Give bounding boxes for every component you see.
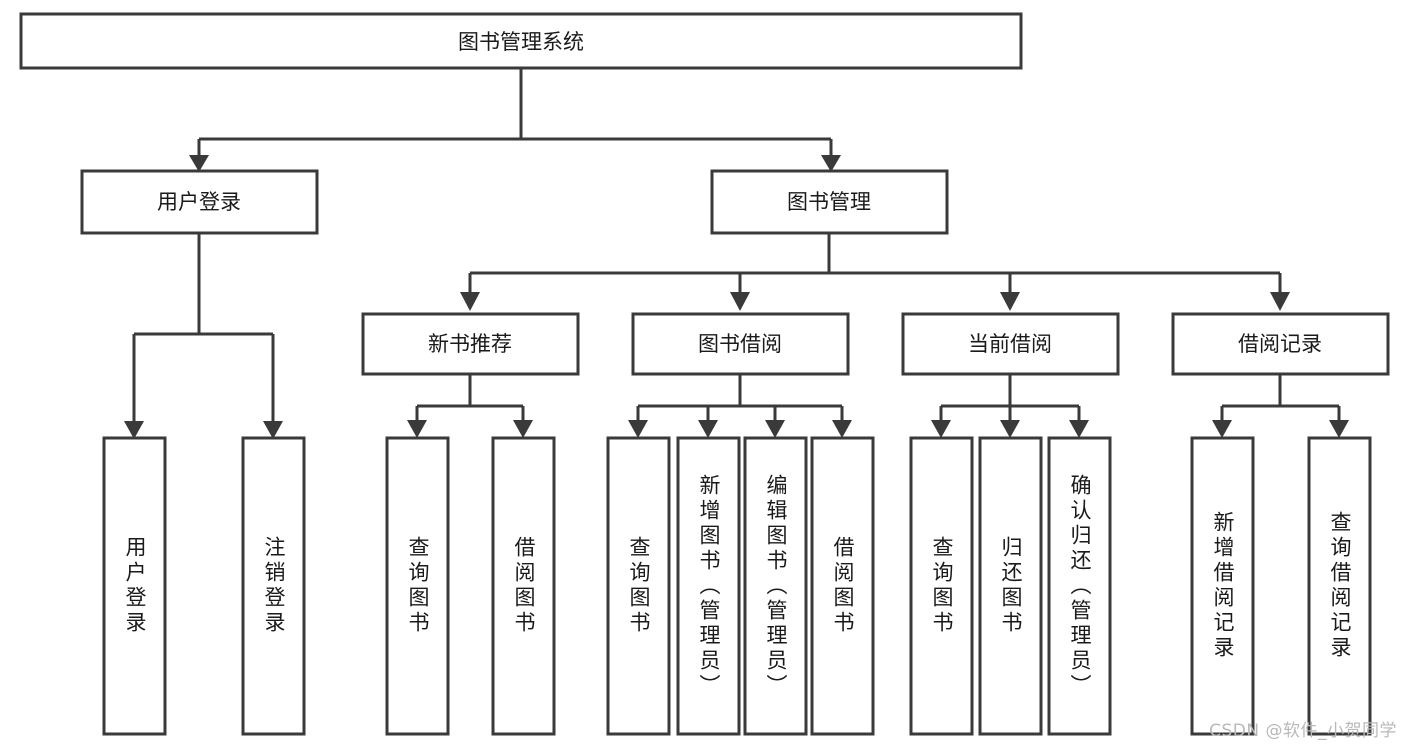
node-current-borrow-box[interactable]	[901, 312, 1120, 376]
arrowhead-leaf-edit-book	[765, 420, 785, 438]
arrowhead-leaf-borrow-book-1	[513, 420, 533, 438]
node-book-borrow-label: 图书借阅	[698, 332, 782, 356]
edge-bookborrow-to-bus	[636, 374, 844, 424]
arrowhead-leaf-borrow-book-2	[832, 420, 852, 438]
node-leaf-logout-box[interactable]	[241, 436, 306, 736]
node-leaf-add-record-box[interactable]	[1190, 436, 1255, 736]
edge-userlogin-to-bus	[132, 233, 275, 425]
leaf-boxes-group	[102, 436, 1372, 736]
node-user-login[interactable]: 用户登录	[80, 169, 319, 235]
edge-borrowrecord-to-bus	[1220, 374, 1341, 424]
node-leaf-borrow-book-1-box[interactable]	[491, 436, 556, 736]
arrowhead-leaf-query-book-2	[628, 420, 648, 438]
node-root-label: 图书管理系统	[458, 30, 584, 54]
edge-currentborrow-to-bus	[939, 374, 1081, 424]
node-leaf-borrow-book-2-box[interactable]	[810, 436, 875, 736]
csdn-watermark: CSDN @软件_小贺同学	[1209, 721, 1397, 741]
node-current-borrow-label: 当前借阅	[968, 332, 1052, 356]
arrowhead-leaf-add-record	[1212, 420, 1232, 438]
arrowhead-leaf-query-book-3	[931, 420, 951, 438]
node-leaf-confirm-return-box[interactable]	[1047, 436, 1112, 736]
node-borrow-record-label: 借阅记录	[1238, 332, 1322, 356]
arrowhead-new-book-recommend	[460, 292, 480, 311]
arrowhead-leaf-confirm-return	[1069, 420, 1089, 438]
node-book-manage-label: 图书管理	[787, 190, 871, 214]
node-leaf-query-book-3-box[interactable]	[909, 436, 974, 736]
node-book-borrow[interactable]: 图书借阅	[631, 312, 850, 376]
arrowhead-leaf-logout	[263, 421, 283, 439]
node-leaf-user-login-box[interactable]	[102, 436, 167, 736]
node-leaf-edit-book-box[interactable]	[743, 436, 808, 736]
arrowhead-leaf-query-book-1	[407, 420, 427, 438]
node-user-login-box[interactable]	[80, 169, 319, 235]
arrowhead-leaf-add-book	[698, 420, 718, 438]
node-book-manage[interactable]: 图书管理	[710, 169, 949, 235]
arrowhead-leaf-return-book	[1000, 420, 1020, 438]
node-leaf-return-book-box[interactable]	[978, 436, 1043, 736]
node-new-book-recommend-box[interactable]	[361, 312, 580, 376]
node-root-box[interactable]	[19, 12, 1023, 70]
node-new-book-recommend[interactable]: 新书推荐	[361, 312, 580, 376]
node-leaf-query-record-box[interactable]	[1307, 436, 1372, 736]
arrowhead-book-manage	[821, 155, 841, 172]
arrowhead-borrow-record	[1270, 292, 1290, 311]
node-leaf-query-book-2-box[interactable]	[606, 436, 671, 736]
arrowhead-leaf-user-login	[124, 421, 144, 439]
arrowhead-user-login	[189, 155, 209, 172]
node-leaf-add-book-box[interactable]	[676, 436, 741, 736]
edges-group	[124, 68, 1349, 439]
node-borrow-record[interactable]: 借阅记录	[1171, 312, 1390, 376]
node-user-login-label: 用户登录	[157, 190, 241, 214]
arrowhead-current-borrow	[1000, 292, 1020, 311]
edge-newbook-to-bus	[415, 374, 525, 424]
arrowhead-book-borrow	[730, 292, 750, 311]
node-new-book-recommend-label: 新书推荐	[428, 332, 512, 356]
node-borrow-record-box[interactable]	[1171, 312, 1390, 376]
node-current-borrow[interactable]: 当前借阅	[901, 312, 1120, 376]
node-book-manage-box[interactable]	[710, 169, 949, 235]
arrowhead-leaf-query-record	[1329, 420, 1349, 438]
edge-root-to-bus	[197, 68, 833, 158]
node-root[interactable]: 图书管理系统	[19, 12, 1023, 70]
node-leaf-query-book-1-box[interactable]	[385, 436, 450, 736]
edge-bookmanage-to-bus	[468, 233, 1282, 295]
node-book-borrow-box[interactable]	[631, 312, 850, 376]
